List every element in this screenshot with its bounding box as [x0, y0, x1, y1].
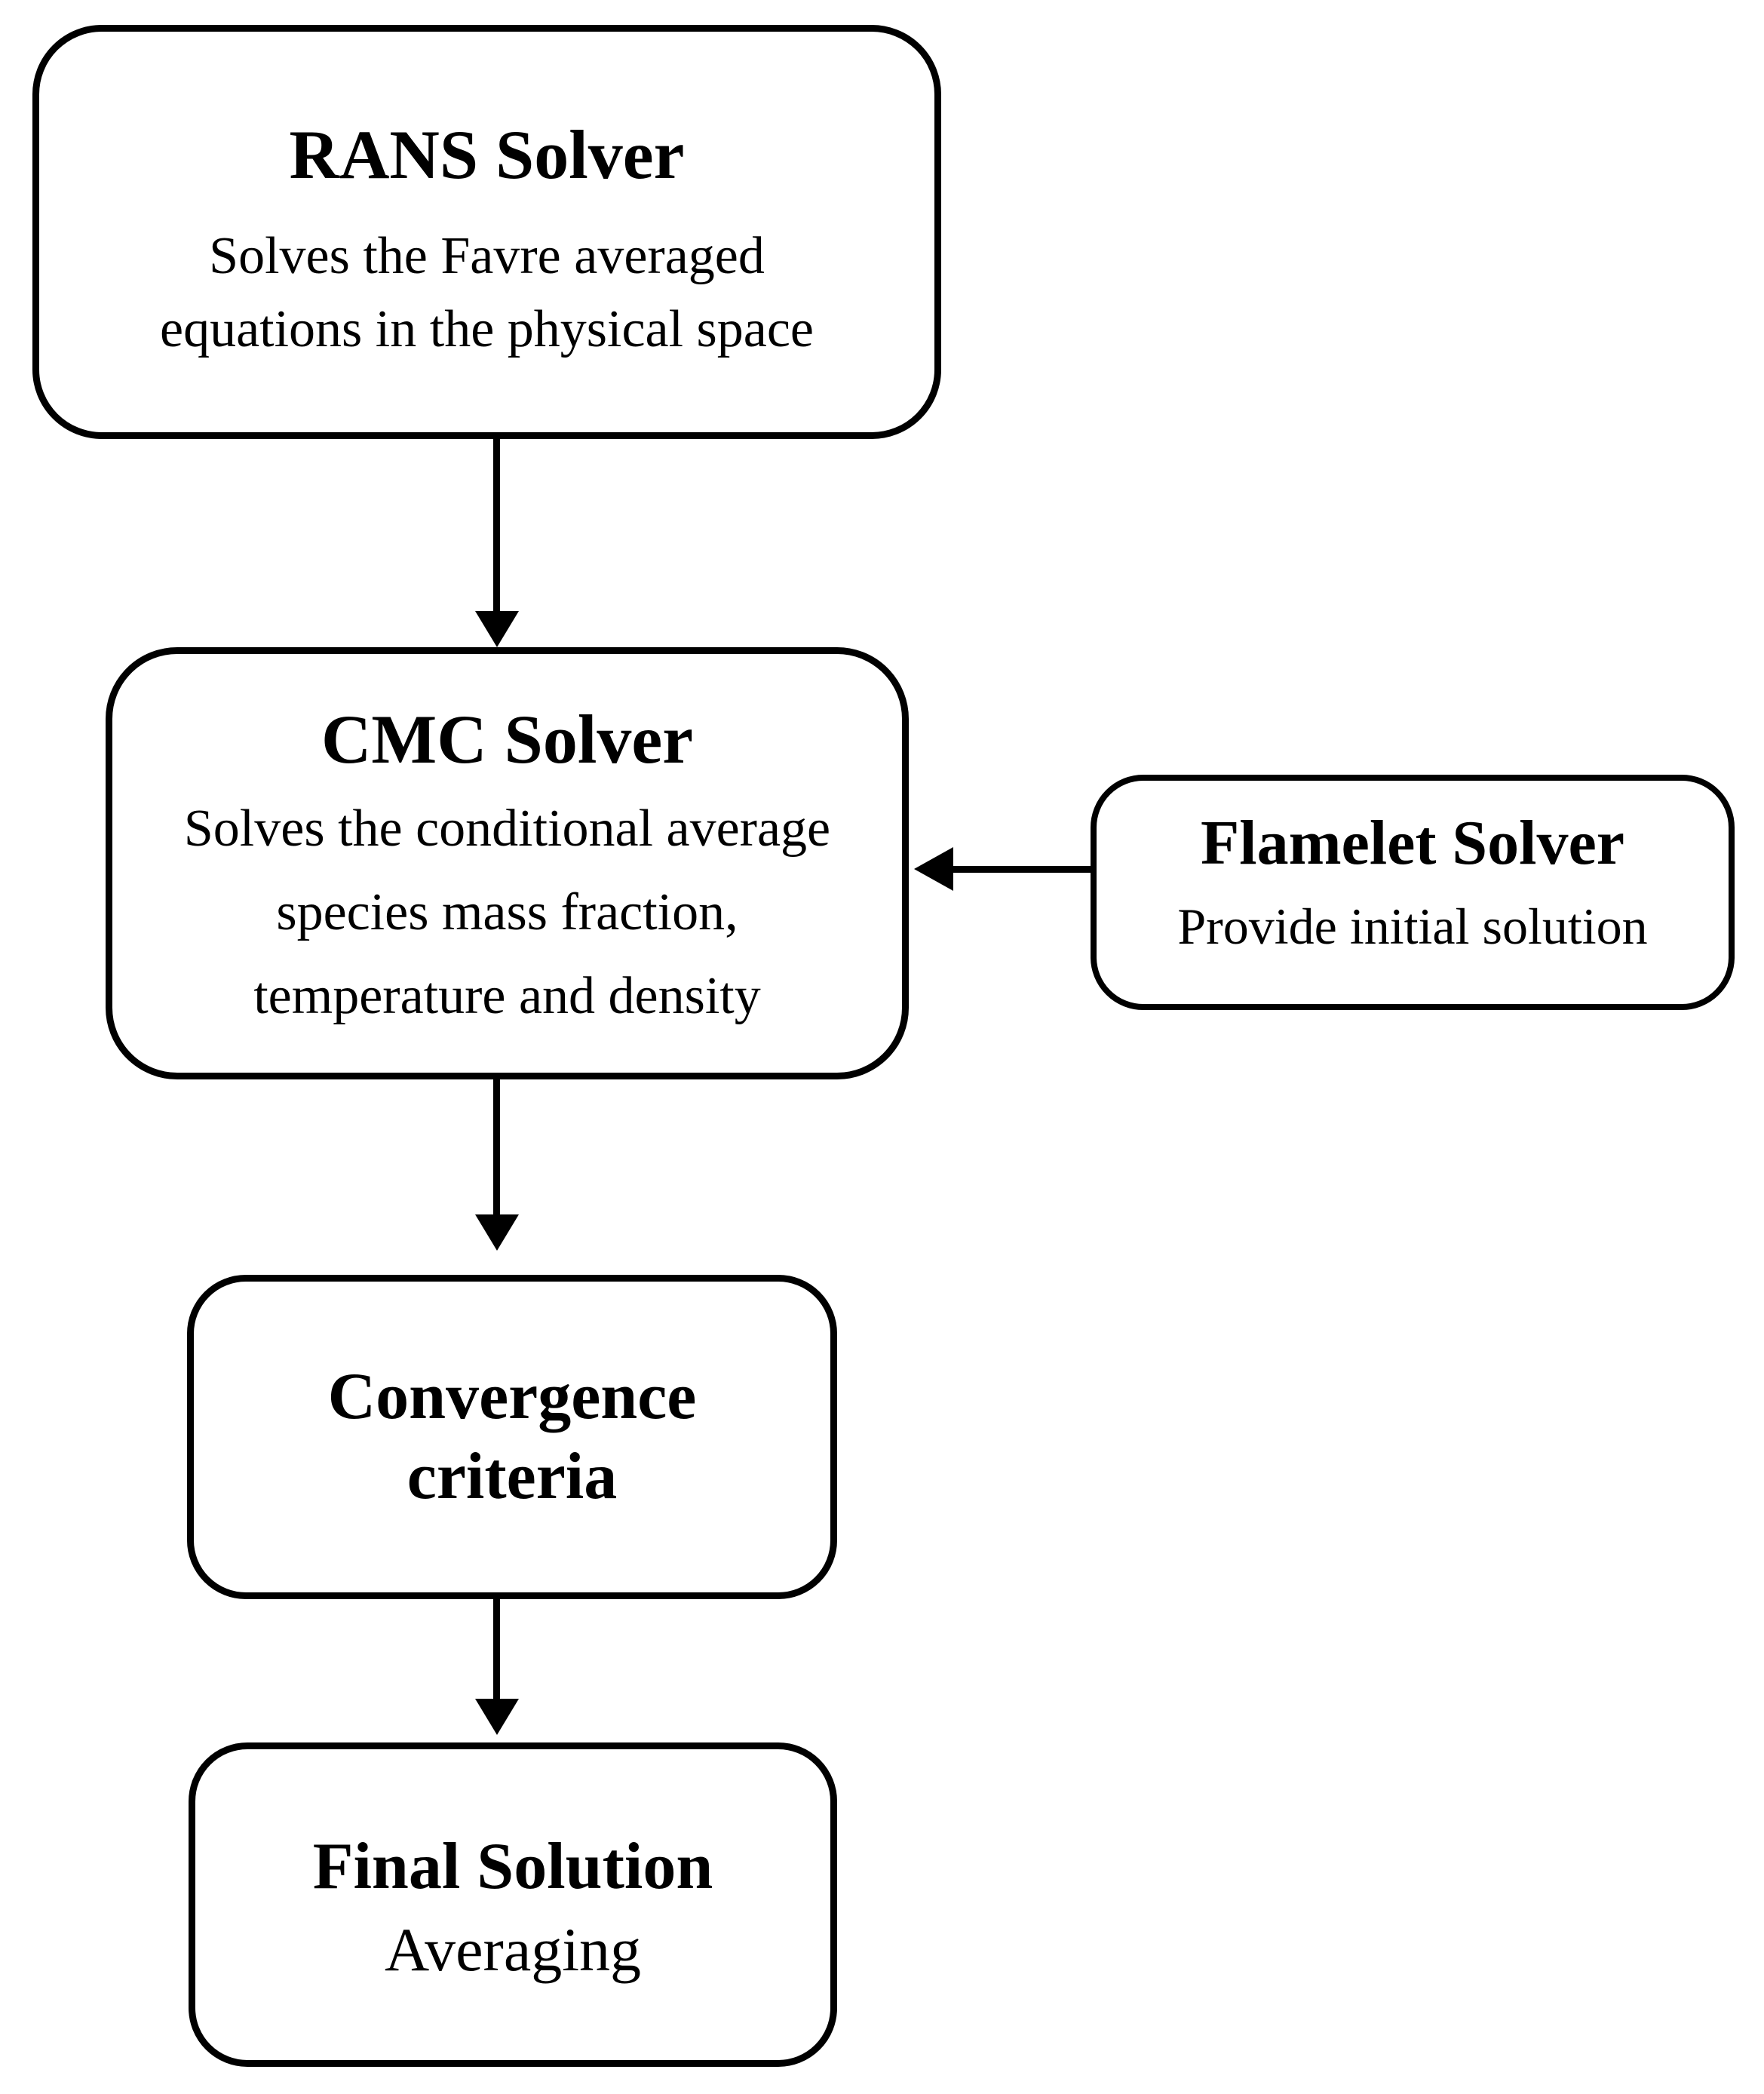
arrow-shaft — [493, 439, 500, 614]
node-description-line: species mass fraction, — [276, 883, 738, 941]
node-title-line: Convergence — [327, 1360, 697, 1433]
arrow-shaft — [493, 1079, 500, 1217]
node-title: RANS Solver — [289, 115, 685, 193]
node-description-line: equations in the physical space — [160, 299, 814, 358]
node-title-line: criteria — [406, 1440, 618, 1513]
arrowhead-down-icon — [475, 611, 519, 647]
node-title: Flamelet Solver — [1200, 808, 1625, 878]
node-rans-solver: RANS Solver Solves the Favre averaged eq… — [32, 25, 941, 439]
node-convergence-criteria: Convergence criteria — [187, 1275, 837, 1599]
node-description-line: Solves the Favre averaged — [209, 226, 765, 285]
node-description-line: temperature and density — [253, 967, 761, 1025]
arrow-shaft — [950, 866, 1091, 873]
node-flamelet-solver: Flamelet Solver Provide initial solution — [1091, 775, 1735, 1010]
node-cmc-solver: CMC Solver Solves the conditional averag… — [106, 647, 909, 1079]
arrow-shaft — [493, 1599, 500, 1702]
node-description-line: Solves the conditional average — [183, 800, 831, 858]
node-final-solution: Final Solution Averaging — [189, 1742, 837, 2067]
arrowhead-left-icon — [914, 847, 953, 891]
arrowhead-down-icon — [475, 1699, 519, 1735]
node-description-line: Provide initial solution — [1177, 898, 1648, 955]
node-title: CMC Solver — [321, 701, 694, 778]
node-description-line: Averaging — [384, 1915, 641, 1984]
arrowhead-down-icon — [475, 1214, 519, 1251]
node-title: Final Solution — [312, 1830, 713, 1903]
